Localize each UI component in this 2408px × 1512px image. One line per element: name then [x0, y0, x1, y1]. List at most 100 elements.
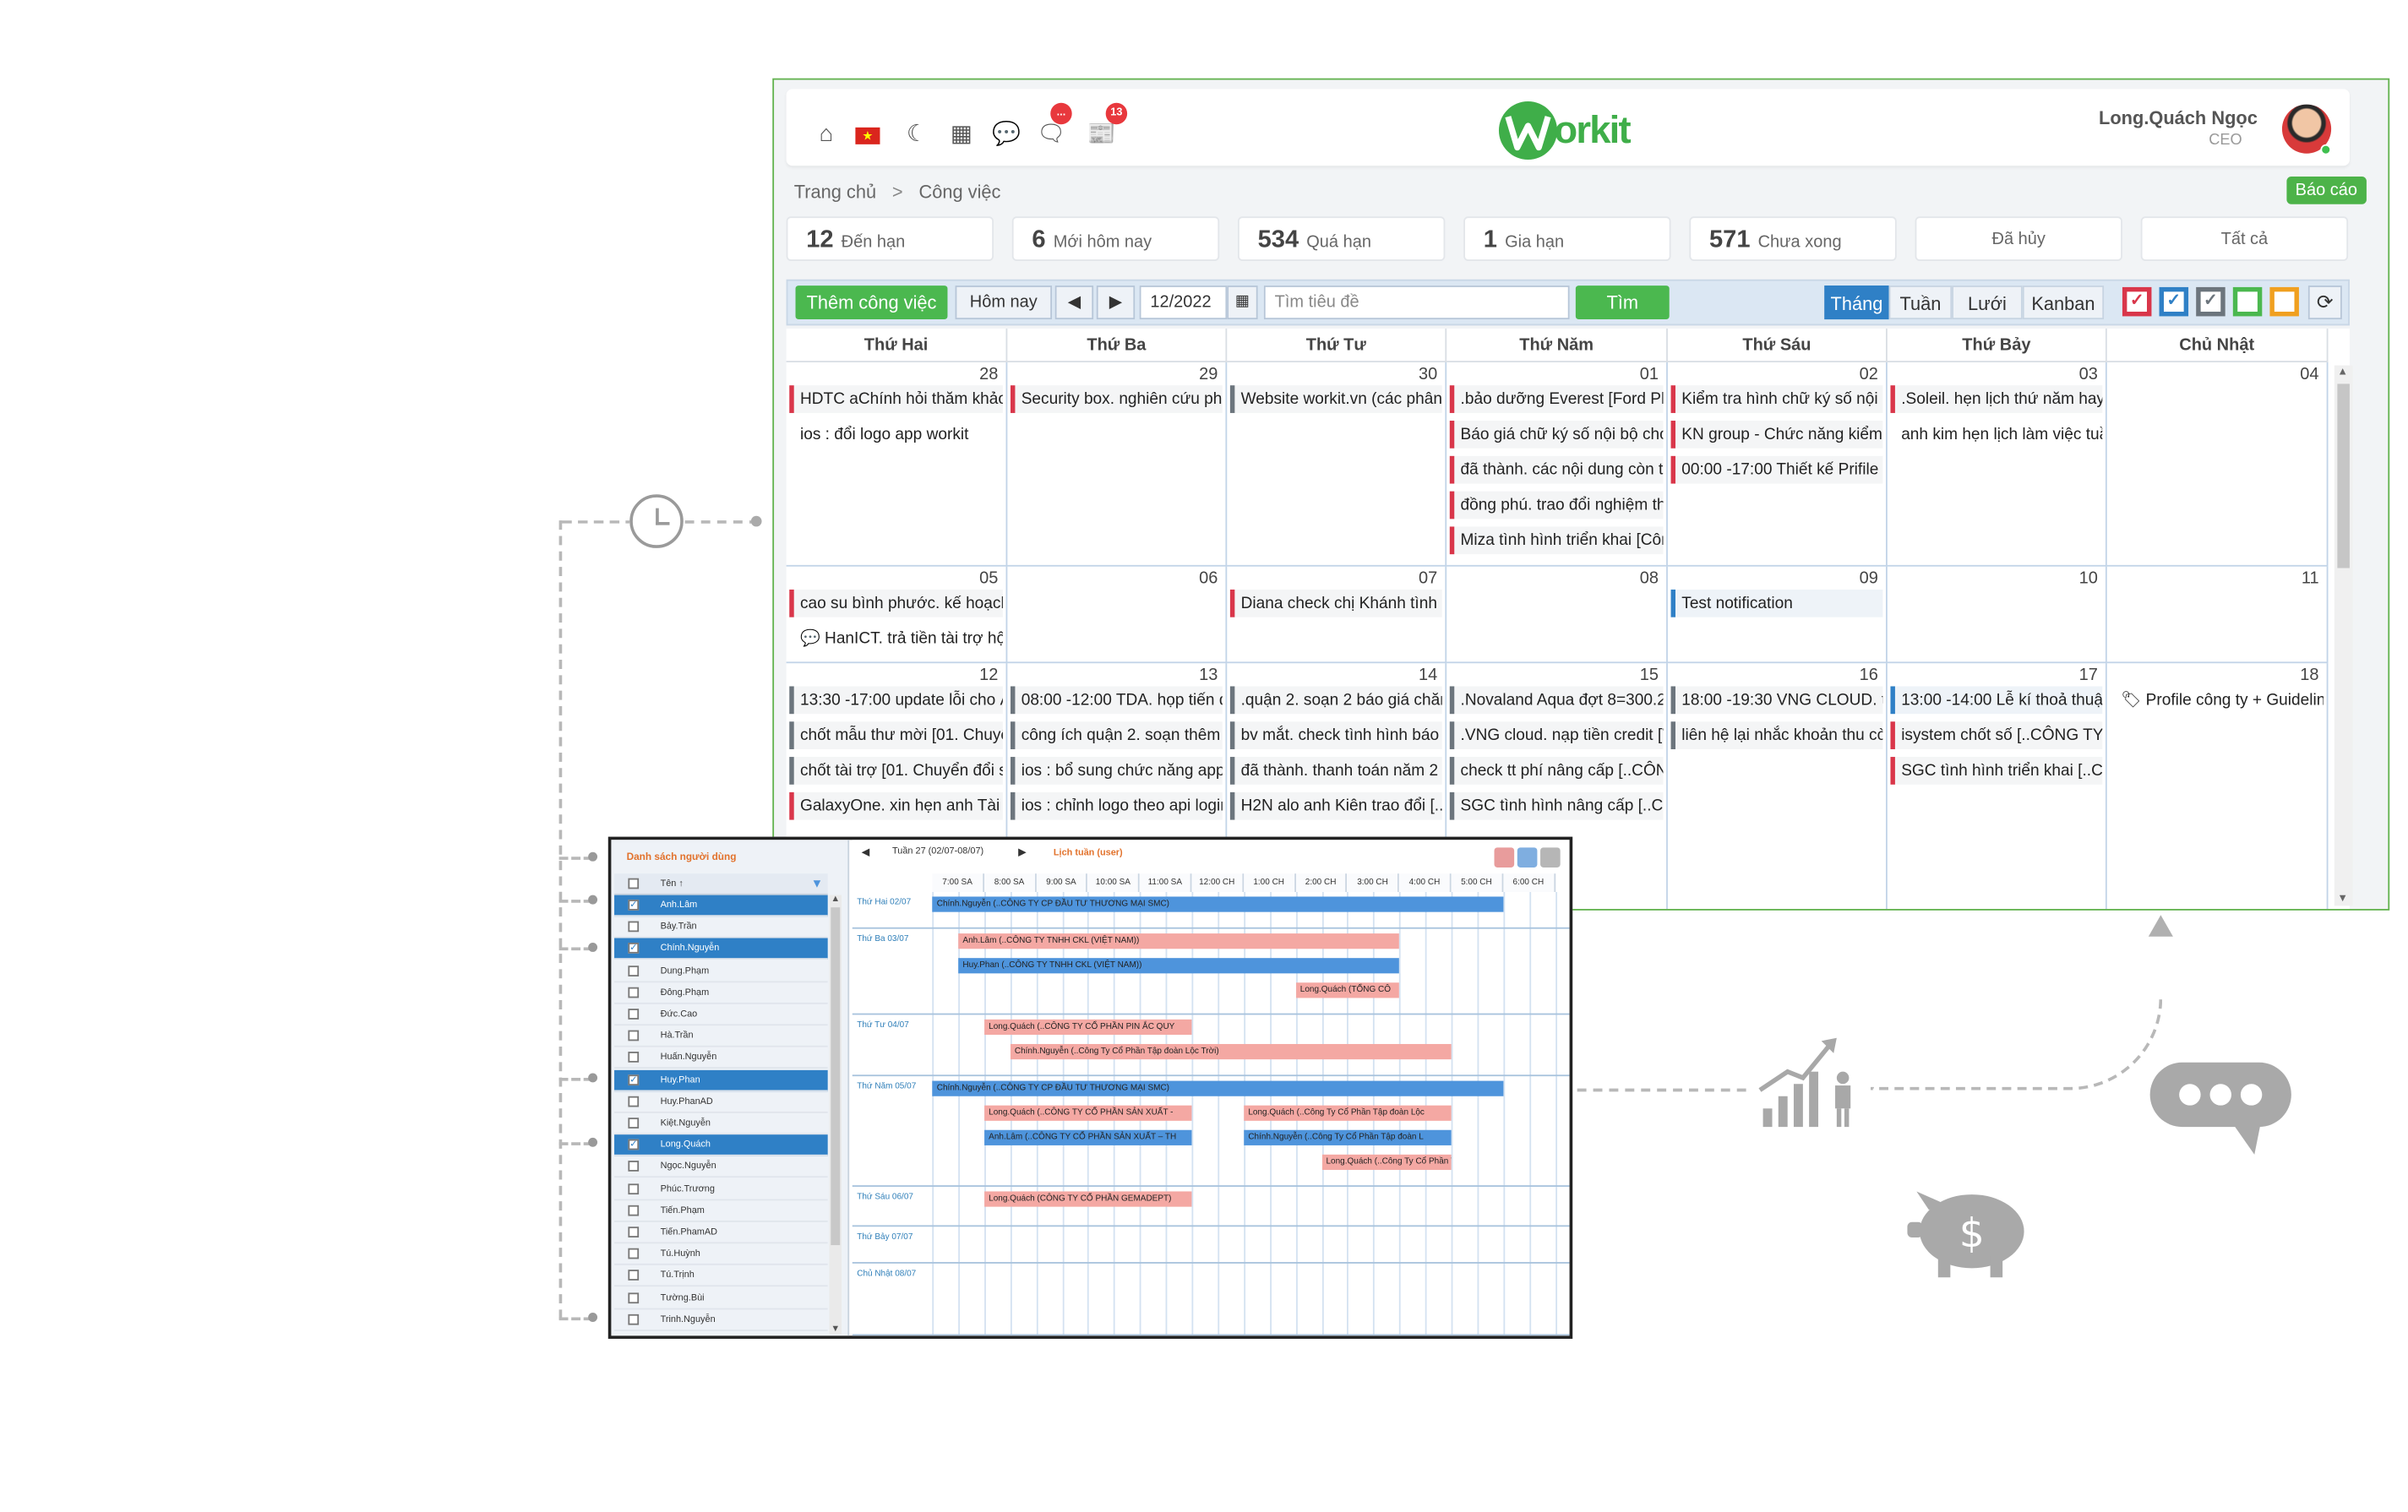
user-checkbox[interactable]: ✓	[628, 943, 640, 955]
user-row[interactable]: Tiến.PhamAD	[614, 1222, 828, 1244]
schedule-bar[interactable]: Long.Quách (TỔNG CÔ	[1295, 982, 1400, 998]
filter-checkbox-0[interactable]: ✓	[2122, 286, 2152, 317]
view-3[interactable]: Kanban	[2022, 286, 2105, 320]
user-row[interactable]: Tường.Bùi	[614, 1287, 828, 1309]
user-checkbox[interactable]	[628, 1118, 640, 1129]
stat-5[interactable]: Đã hủy	[1915, 216, 2122, 261]
select-all-checkbox[interactable]	[628, 878, 640, 889]
filter-checkbox-3[interactable]	[2232, 286, 2263, 317]
user-row[interactable]: Bảy.Trần	[614, 916, 828, 938]
user-checkbox[interactable]: ✓	[628, 900, 640, 911]
day-cell[interactable]: 11	[2106, 566, 2329, 664]
calendar-icon[interactable]: ▦	[950, 121, 972, 148]
user-row[interactable]: Đức.Cao	[614, 1004, 828, 1026]
user-checkbox[interactable]	[628, 1248, 640, 1259]
refresh-icon[interactable]: ⟳	[2307, 286, 2342, 320]
schedule-bar[interactable]: Long.Quách (..Công Ty Cổ Phần Tập đoà	[1321, 1154, 1452, 1171]
schedule-bar[interactable]: Anh.Lâm (..CÔNG TY CỔ PHẦN SẢN XUẤT – TH	[983, 1129, 1192, 1145]
calendar-event[interactable]: cao su bình phước. kế hoạch	[789, 589, 1003, 617]
user-checkbox[interactable]	[628, 1270, 640, 1281]
calendar-event[interactable]: ios : bổ sung chức năng app T	[1010, 757, 1223, 785]
search-input[interactable]	[1263, 286, 1570, 320]
filter-checkbox-4[interactable]	[2269, 286, 2299, 317]
calendar-event[interactable]: liên hệ lại nhắc khoản thu còn	[1670, 721, 1883, 749]
user-checkbox[interactable]	[628, 1009, 640, 1020]
user-checkbox[interactable]	[628, 1030, 640, 1042]
user-row[interactable]: Kiệt.Nguyễn	[614, 1113, 828, 1135]
schedule-bar[interactable]: Long.Quách (..CÔNG TY CỔ PHẦN SẢN XUẤT -	[983, 1105, 1192, 1121]
user-row[interactable]: ✓Huy.Phan	[614, 1069, 828, 1091]
today-button[interactable]: Hôm nay	[955, 286, 1053, 320]
user-checkbox[interactable]	[628, 1205, 640, 1216]
minimize-button[interactable]	[1494, 847, 1515, 867]
calendar-event[interactable]: đồng phú. trao đổi nghiệm thu	[1449, 491, 1664, 519]
schedule-bar[interactable]: Long.Quách (..CÔNG TY CỔ PHẦN PIN ẮC QUY	[983, 1019, 1192, 1036]
calendar-event[interactable]: 00:00 -17:00 Thiết kế Prifile cô	[1670, 455, 1883, 484]
calendar-event[interactable]: H2N alo anh Kiên trao đổi [..C	[1229, 791, 1442, 820]
calendar-event[interactable]: Security box. nghiên cứu phư	[1010, 385, 1223, 413]
breadcrumb-home[interactable]: Trang chủ	[793, 181, 877, 203]
calendar-scrollbar[interactable]: ▲ ▼	[2334, 365, 2353, 906]
user-checkbox[interactable]	[628, 1161, 640, 1172]
schedule-bar[interactable]: Huy.Phan (..CÔNG TY TNHH CKL (VIỆT NAM))	[957, 958, 1400, 974]
user-row[interactable]: Hà.Trần	[614, 1025, 828, 1047]
calendar-event[interactable]: bv mắt. check tình hình báo gi	[1229, 721, 1442, 749]
user-row[interactable]: Tú.Trịnh	[614, 1265, 828, 1287]
calendar-event[interactable]: GalaxyOne. xin hẹn anh Tài [C	[789, 791, 1003, 820]
calendar-event[interactable]: isystem chốt số [..CÔNG TY T	[1890, 721, 2103, 749]
user-checkbox[interactable]	[628, 1052, 640, 1063]
day-cell[interactable]: 18🏷 Profile công ty + Guideline	[2107, 663, 2329, 910]
calendar-event[interactable]: 🏷 Profile công ty + Guideline	[2121, 690, 2324, 710]
user-row[interactable]: ✓Chính.Nguyễn	[614, 938, 828, 960]
user-row[interactable]: Huy.PhanAD	[614, 1091, 828, 1113]
user-row[interactable]: Tiến.Phạm	[614, 1200, 828, 1222]
user-checkbox[interactable]	[628, 1096, 640, 1107]
prev-month-button[interactable]: ◀	[1054, 286, 1094, 320]
calendar-event[interactable]: 18:00 -19:30 VNG CLOUD. tiế	[1670, 686, 1883, 715]
calendar-event[interactable]: ios : chỉnh logo theo api login	[1010, 791, 1223, 820]
user-row[interactable]: Đông.Phạm	[614, 982, 828, 1004]
view-0[interactable]: Tháng	[1824, 286, 1889, 320]
calendar-event[interactable]: Website workit.vn (các phân h	[1229, 385, 1442, 413]
schedule-bar[interactable]: Long.Quách (..Công Ty Cổ Phần Tập đoàn L…	[1243, 1105, 1452, 1121]
calendar-event[interactable]: anh kim hẹn lịch làm việc tuần	[1901, 425, 2103, 444]
user-row[interactable]: Ngọc.Nguyễn	[614, 1156, 828, 1178]
filter-checkbox-1[interactable]: ✓	[2159, 286, 2189, 317]
calendar-event[interactable]: 08:00 -12:00 TDA. họp tiến độ	[1010, 686, 1223, 715]
day-cell[interactable]: 04	[2106, 362, 2329, 567]
calendar-event[interactable]: SGC tình hình triển khai [..CÔ	[1890, 757, 2103, 785]
user-checkbox[interactable]	[628, 1313, 640, 1325]
user-checkbox[interactable]: ✓	[628, 1139, 640, 1150]
user-row[interactable]: ✓Long.Quách	[614, 1134, 828, 1156]
calendar-event[interactable]: Kiểm tra hình chữ ký số nội bộ	[1670, 385, 1883, 413]
news-icon[interactable]: 📰	[1087, 121, 1116, 148]
user-checkbox[interactable]	[628, 1226, 640, 1237]
schedule-bar[interactable]: Anh.Lâm (..CÔNG TY TNHH CKL (VIỆT NAM))	[957, 933, 1400, 949]
user-checkbox[interactable]	[628, 921, 640, 933]
schedule-bar[interactable]: Chính.Nguyễn (..CÔNG TY CP ĐẦU TƯ THƯƠNG…	[932, 896, 1504, 912]
next-week-icon[interactable]: ▶	[1018, 847, 1027, 859]
workit-logo[interactable]: orkit	[1495, 97, 1649, 161]
view-1[interactable]: Tuần	[1888, 286, 1953, 320]
user-checkbox[interactable]	[628, 1292, 640, 1303]
calendar-event[interactable]: SGC tình hình nâng cấp [..CÔ	[1449, 791, 1664, 820]
calendar-event[interactable]: .Soleil. hẹn lịch thứ năm hay t	[1890, 385, 2103, 413]
scroll-up-icon[interactable]: ▲	[2337, 367, 2348, 378]
maximize-button[interactable]	[1517, 847, 1538, 867]
schedule-bar[interactable]: Long.Quách (CÔNG TY CỔ PHẦN GEMADEPT)	[983, 1191, 1192, 1207]
day-cell[interactable]: 15.Novaland Aqua đợt 8=300.26.VNG cloud.…	[1446, 663, 1668, 910]
